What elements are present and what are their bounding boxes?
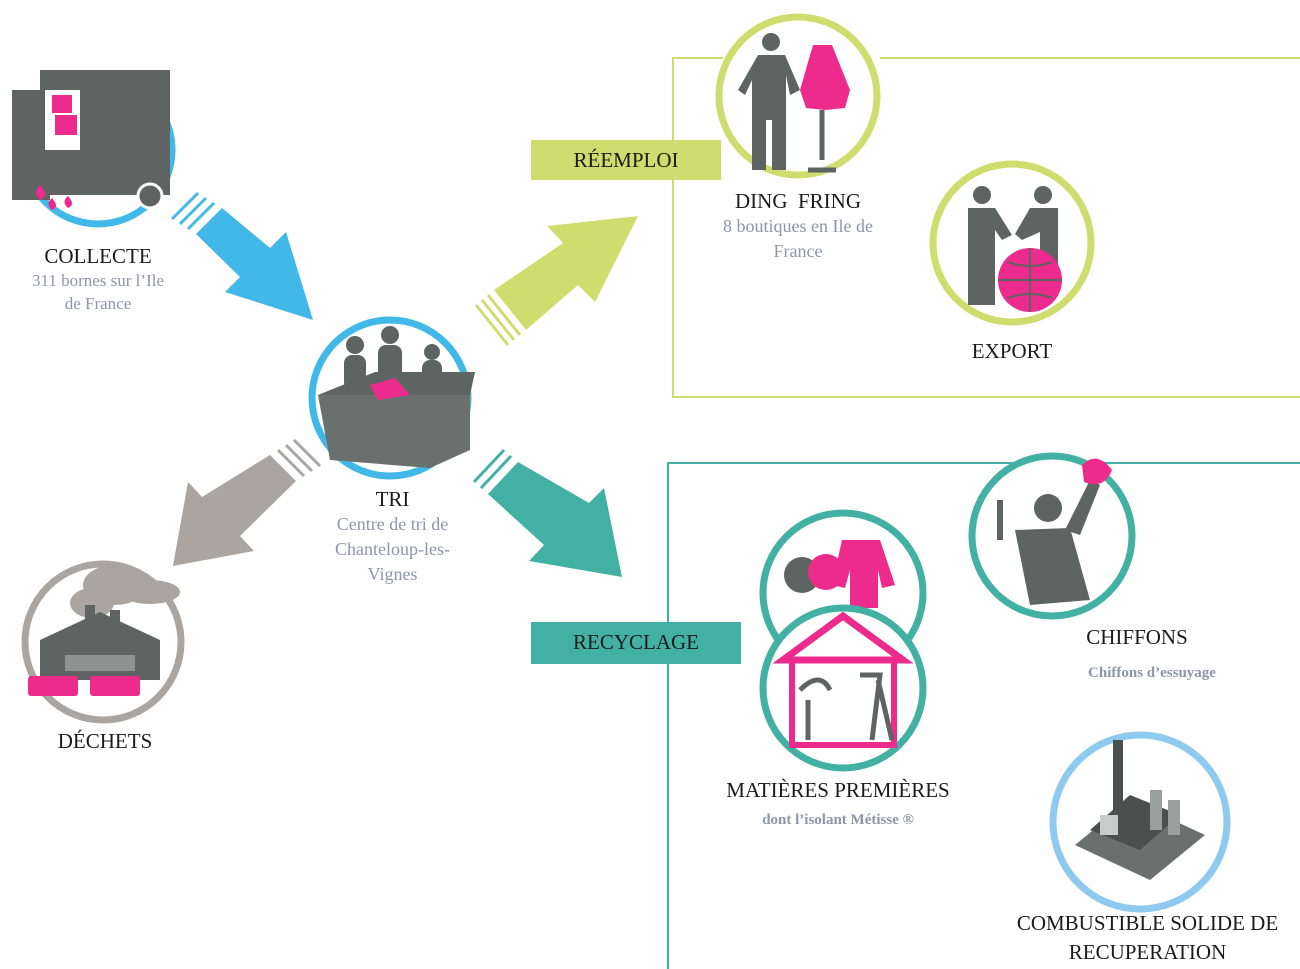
reemploi-tag: RÉEMPLOI <box>531 140 721 180</box>
chiffons-subtitle: Chiffons d’essuyage <box>1088 665 1216 681</box>
reemploi-frame <box>672 57 1300 398</box>
tri-title: TRI <box>375 487 410 511</box>
collecte-title: COLLECTE <box>44 244 152 268</box>
matieres-subtitle: dont l’isolant Métisse ® <box>762 812 914 828</box>
export-title: EXPORT <box>971 339 1053 363</box>
ding-fring-title: DING FRING <box>735 189 861 213</box>
recyclage-tag: RECYCLAGE <box>531 622 741 664</box>
matieres-title: MATIÈRES PREMIÈRES <box>726 778 950 802</box>
yarn-insulation-icon <box>759 509 927 772</box>
sorting-table-icon <box>308 316 475 480</box>
collecte-subtitle: 311 bornes sur l’Ile de France <box>31 271 165 313</box>
combustible-title: COMBUSTIBLE SOLIDE DE RECUPERATION <box>1016 911 1279 964</box>
factory-icon <box>21 560 185 724</box>
ding-fring-subtitle: 8 boutiques en Ile de France <box>723 216 873 261</box>
plant-icon <box>1049 731 1231 913</box>
arrow-tri-to-reemploi <box>474 216 638 346</box>
truck-icon <box>12 70 176 228</box>
arrow-collecte-to-tri <box>170 191 313 320</box>
tri-subtitle: Centre de tri de Chanteloup-les-Vignes <box>335 514 450 584</box>
cleaning-cloth-icon <box>968 452 1136 620</box>
shop-mannequin-icon <box>715 13 881 179</box>
arrow-tri-to-recyclage <box>472 448 622 577</box>
handshake-globe-icon <box>929 160 1095 326</box>
arrow-tri-to-dechets <box>173 438 322 566</box>
dechets-title: DÉCHETS <box>57 729 153 753</box>
chiffons-title: CHIFFONS <box>1086 625 1188 649</box>
